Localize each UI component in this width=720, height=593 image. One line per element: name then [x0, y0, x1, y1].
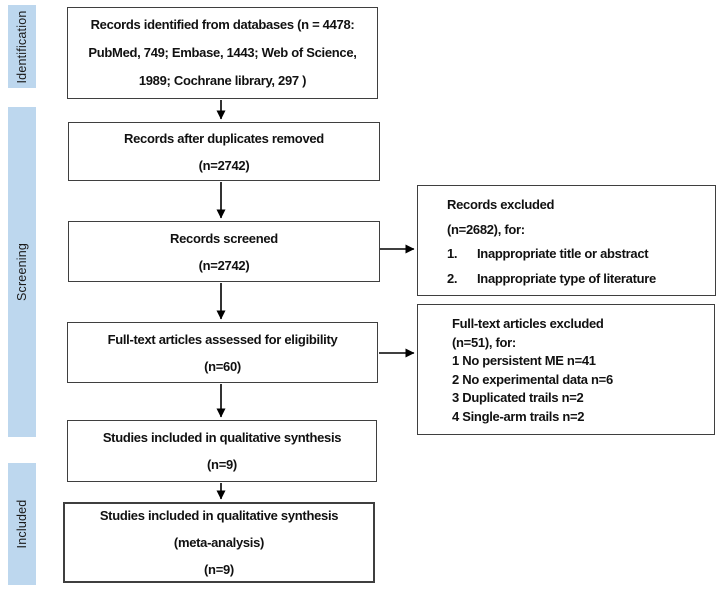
exclusion-item: 3 Duplicated trails n=2	[452, 390, 584, 405]
box-meta-analysis: Studies included in qualitative synthesi…	[63, 502, 375, 583]
box-line: (n=60)	[204, 358, 241, 374]
box-line: (n=2742)	[198, 157, 250, 173]
stage-label-identification: Identification	[15, 10, 29, 83]
box-line: Studies included in qualitative synthesi…	[102, 430, 342, 445]
exclusion-item: 2 No experimental data n=6	[452, 371, 613, 387]
box-line: (n=9)	[204, 562, 234, 577]
box-line: Full-text articles assessed for eligibil…	[107, 331, 338, 347]
box-line: (n=2742)	[198, 257, 250, 273]
exclusion-subtitle: (n=2682), for:	[447, 221, 525, 237]
exclusion-subtitle: (n=51), for:	[452, 334, 516, 350]
box-line: (meta-analysis)	[173, 535, 265, 550]
box-fulltext-assessed: Full-text articles assessed for eligibil…	[67, 322, 378, 383]
exclusion-title: Records excluded	[447, 197, 555, 212]
box-line: (n=9)	[207, 457, 237, 472]
box-line: 1989; Cochrane library, 297 )	[138, 73, 307, 88]
exclusion-item-text: Inappropriate title or abstract	[477, 246, 649, 261]
exclusion-item-text: Inappropriate type of literature	[477, 270, 656, 286]
exclusion-item-number: 2.	[447, 270, 458, 286]
exclusion-item: 1. Inappropriate title or abstract	[447, 242, 707, 267]
box-line: Records identified from databases (n = 4…	[90, 17, 355, 32]
box-records-screened: Records screened (n=2742)	[68, 221, 380, 282]
exclusion-item: 4 Single-arm trails n=2	[452, 408, 585, 424]
exclusion-item: 2. Inappropriate type of literature	[447, 267, 707, 292]
box-line: Records after duplicates removed	[124, 130, 324, 146]
box-records-identified: Records identified from databases (n = 4…	[67, 7, 378, 99]
box-duplicates-removed: Records after duplicates removed (n=2742…	[68, 122, 380, 181]
stage-bar-included: Included	[8, 463, 36, 585]
box-line: Studies included in qualitative synthesi…	[99, 508, 339, 523]
box-line: Records screened	[170, 230, 278, 246]
exclusion-item: 1 No persistent ME n=41	[452, 353, 596, 368]
exclusion-item-number: 1.	[447, 246, 458, 261]
stage-label-included: Included	[15, 499, 29, 549]
box-qualitative-synthesis: Studies included in qualitative synthesi…	[67, 420, 377, 482]
box-fulltext-excluded: Full-text articles excluded (n=51), for:…	[417, 304, 715, 435]
stage-bar-screening: Screening	[8, 107, 36, 437]
stage-label-screening: Screening	[15, 242, 29, 302]
exclusion-title: Full-text articles excluded	[452, 316, 604, 331]
box-records-excluded: Records excluded (n=2682), for: 1. Inapp…	[417, 185, 716, 296]
box-line: PubMed, 749; Embase, 1443; Web of Scienc…	[88, 45, 357, 60]
stage-bar-identification: Identification	[8, 5, 36, 88]
